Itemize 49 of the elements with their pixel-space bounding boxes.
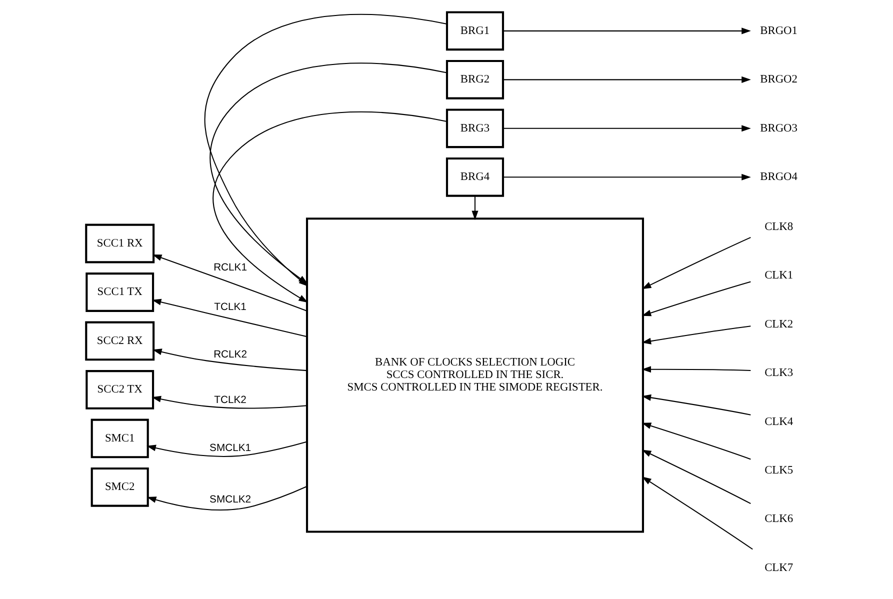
arrow [471,196,478,220]
node-box: SCC1 RX [84,224,154,264]
node-text: CLK3 [764,367,793,380]
node-text: CLK8 [764,220,793,233]
arrow [502,174,750,180]
node-box: SCC1 TX [85,272,154,312]
edge-label: SMCLK2 [209,494,251,506]
arrow [641,450,750,504]
node-text: BRGO4 [760,171,797,184]
node-box: BRG4 [445,157,504,197]
node-box: BRG1 [445,11,504,51]
node-text: BRGO1 [760,24,797,37]
arrow [641,394,750,416]
node-box: BRG2 [445,60,504,100]
arrow [209,62,447,284]
arrow [151,298,307,338]
arrow [502,76,750,83]
arrow [641,236,750,290]
arrow [641,366,750,373]
arrow [641,476,752,550]
node-box: SMC1 [90,418,148,458]
node-box: BRG3 [445,108,504,148]
edge-label: RCLK1 [213,262,246,274]
edge-label: SMCLK1 [209,442,251,454]
node-text: BRGO2 [760,74,797,86]
node-text: CLK2 [764,318,793,330]
arrow [641,281,750,316]
edge-label: TCLK2 [214,395,246,406]
arrow [212,111,447,303]
node-text: CLK4 [764,416,793,428]
node-text: CLK7 [764,562,793,574]
arrow [146,441,307,457]
arrow [502,28,750,34]
node-box: BANK OF CLOCKS SELECTION LOGIC SCCS CONTROLLED IN THE SICR. SMCS CONTROLLED IN THE SIMODE REGISTER. [305,218,644,533]
arrow [641,326,750,344]
arrow [641,422,750,460]
arrow [152,348,306,372]
arrow [151,396,306,409]
node-text: CLK5 [764,464,793,476]
edge-label: TCLK1 [214,302,246,313]
node-text: CLK1 [764,270,793,282]
edge-label: RCLK2 [213,350,246,361]
node-box: SMC2 [90,467,148,507]
arrow [146,486,307,511]
node-text: CLK6 [764,513,793,526]
node-text: BRGO3 [760,122,797,134]
node-box: SCC2 RX [84,321,154,361]
node-box: SCC2 TX [85,370,154,410]
arrow [502,125,750,132]
